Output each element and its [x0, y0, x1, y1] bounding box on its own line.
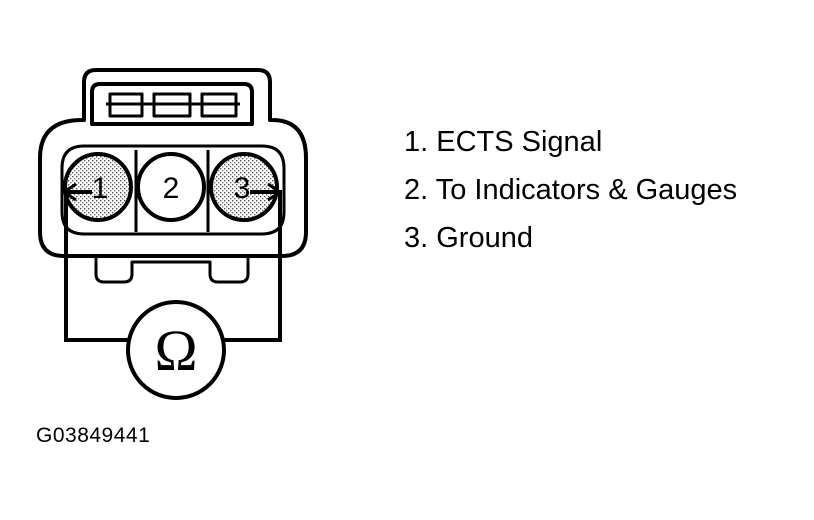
legend-item-pin-2: 2. To Indicators & Gauges	[404, 174, 738, 206]
pin-1-label: 1	[92, 172, 109, 205]
figure-id: G03849441	[36, 424, 151, 447]
pin-2-label: 2	[163, 172, 180, 205]
pin-3: 3	[209, 152, 279, 222]
pin-3-label: 3	[234, 172, 251, 205]
pin-1: 1	[63, 152, 133, 222]
test-lead-right	[224, 182, 283, 342]
pin-legend: 1. ECTS Signal 2. To Indicators & Gauges…	[404, 118, 737, 262]
legend-item-pin-1: 1. ECTS Signal	[404, 126, 603, 158]
connector-housing	[38, 68, 308, 284]
legend-item-pin-3: 3. Ground	[404, 222, 533, 254]
pin-2: 2	[136, 152, 206, 222]
test-lead-left	[61, 182, 128, 342]
ohmmeter-icon: Ω	[126, 300, 226, 400]
ohm-symbol: Ω	[154, 318, 197, 383]
